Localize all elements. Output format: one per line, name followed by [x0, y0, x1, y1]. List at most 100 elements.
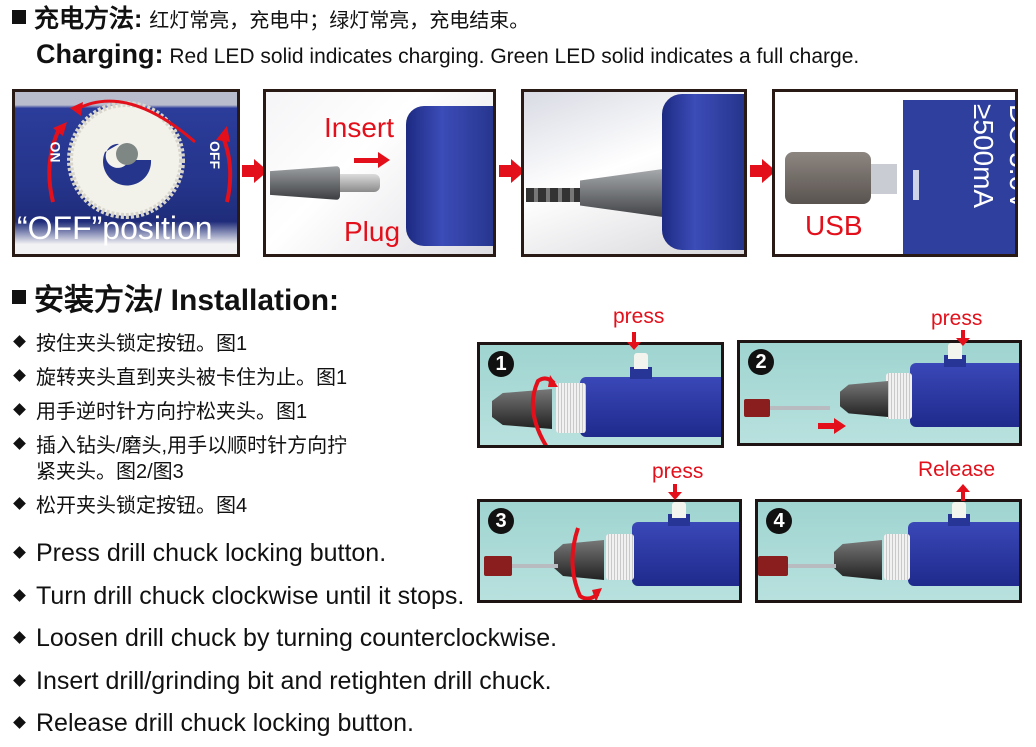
tool-socket-icon [406, 106, 493, 246]
drill-body-icon [910, 363, 1019, 427]
list-item: Loosen drill chuck by turning counterclo… [12, 617, 557, 660]
spec-voltage: DC 5.0V [1004, 104, 1018, 210]
charging-desc-en: Red LED solid indicates charging. Green … [169, 45, 860, 68]
figure-2-label: press [931, 307, 983, 330]
press-arrowhead-icon [668, 492, 682, 500]
push-arrow-icon [818, 423, 836, 429]
usb-port-icon [913, 170, 919, 200]
lock-button-base-icon [630, 367, 652, 379]
tool-socket-icon [662, 94, 744, 250]
step-text: 旋转夹头直到夹头被卡住为止。图1 [36, 367, 348, 389]
lock-button-icon [634, 353, 648, 369]
figure-4: 4 [755, 499, 1022, 603]
step-text: Release drill chuck locking button. [36, 709, 414, 737]
drill-body-icon [580, 377, 721, 437]
release-arrowhead-icon [956, 484, 970, 492]
step-text: 按住夹头锁定按钮。图1 [36, 333, 248, 355]
diamond-bullet-icon [13, 631, 26, 644]
cable-icon [526, 188, 586, 202]
charging-desc-cn: 红灯常亮，充电中；绿灯常亮，充电结束。 [149, 10, 530, 32]
collar-icon [884, 534, 910, 580]
figure-number-badge: 3 [488, 508, 514, 534]
insert-arrowhead-icon [378, 152, 390, 168]
bit-head-icon [484, 556, 512, 576]
charging-panel-plugged [521, 89, 747, 257]
list-item: Press drill chuck locking button. [12, 532, 557, 575]
chuck-icon [840, 381, 888, 417]
step-text: Turn drill chuck clockwise until it stop… [36, 581, 465, 610]
insert-arrow-icon [354, 158, 380, 163]
power-dial-icon [47, 99, 233, 219]
usb-plug-icon [785, 152, 871, 204]
bit-head-icon [744, 399, 770, 417]
figure-1-label: press [613, 305, 665, 328]
chuck-icon [554, 540, 604, 580]
charging-heading-cn: 充电方法: 红灯常亮，充电中；绿灯常亮，充电结束。 [12, 2, 529, 38]
list-item: 用手逆时针方向拧松夹头。图1 [12, 395, 347, 429]
diamond-bullet-icon [13, 335, 26, 348]
diamond-bullet-icon [13, 369, 26, 382]
usb-adapter-icon: DC 5.0V ≥500mA [903, 100, 1018, 254]
press-arrowhead-icon [956, 338, 970, 346]
step-text: Press drill chuck locking button. [36, 539, 387, 567]
plug-pin-icon [340, 174, 380, 192]
installation-steps-cn: 按住夹头锁定按钮。图1 旋转夹头直到夹头被卡住为止。图1 用手逆时针方向拧松夹头… [12, 327, 347, 523]
list-item: 插入钻头/磨头,用手以顺时针方向拧 [12, 429, 347, 463]
charging-panel-usb: USB DC 5.0V ≥500mA [772, 89, 1018, 257]
release-arrow-icon [961, 491, 965, 501]
figure-2: 2 [737, 340, 1022, 446]
installation-steps-en: Press drill chuck locking button. Turn d… [12, 532, 557, 745]
installation-title: 安装方法/ Installation: [34, 284, 340, 317]
collar-icon [556, 383, 586, 433]
step-text: Insert drill/grinding bit and retighten … [36, 666, 552, 695]
drill-bit-icon [770, 406, 830, 410]
collar-icon [886, 373, 912, 419]
diamond-bullet-icon [13, 588, 26, 602]
lock-button-icon [948, 343, 962, 359]
step-text: 用手逆时针方向拧松夹头。图1 [36, 401, 308, 423]
charging-panel-insert-plug: Insert Plug [263, 89, 496, 257]
drill-bit-icon [788, 564, 836, 568]
usb-connector-icon [871, 164, 897, 194]
figure-4-label: Release [918, 458, 996, 481]
insert-label: Insert [324, 112, 395, 143]
list-item: 松开夹头锁定按钮。图4 [12, 489, 347, 523]
drill-bit-icon [510, 564, 558, 568]
list-item: Release drill chuck locking button. [12, 702, 557, 745]
step-text: 紧夹头。图2/图3 [36, 461, 184, 483]
figure-number-badge: 1 [488, 351, 514, 377]
press-arrowhead-icon [627, 342, 641, 350]
press-arrow-icon [961, 330, 965, 340]
diamond-bullet-icon [13, 716, 26, 729]
step-text: Loosen drill chuck by turning counterclo… [36, 624, 558, 652]
square-bullet-icon [12, 290, 26, 304]
charging-title-en: Charging: [36, 39, 164, 69]
charging-panel-off-position: ON OFF “OFF”position [12, 89, 240, 257]
diamond-bullet-icon [13, 497, 26, 510]
diamond-bullet-icon [13, 437, 26, 450]
diamond-bullet-icon [13, 673, 26, 687]
list-item: 按住夹头锁定按钮。图1 [12, 327, 347, 361]
lock-button-icon [672, 502, 686, 518]
installation-heading: 安装方法/ Installation: [12, 282, 339, 320]
diamond-bullet-icon [13, 403, 26, 416]
step-text: 松开夹头锁定按钮。图4 [36, 495, 248, 517]
plug-connector-icon [580, 168, 670, 218]
rotate-arrow-icon [530, 375, 558, 445]
push-arrowhead-icon [834, 418, 846, 434]
bit-head-icon [758, 556, 788, 576]
press-arrow-icon [673, 484, 677, 494]
charging-heading-en: Charging: Red LED solid indicates chargi… [36, 38, 859, 73]
rotate-arrow-icon [570, 527, 602, 600]
chuck-icon [492, 389, 552, 429]
collar-icon [606, 534, 634, 580]
square-bullet-icon [12, 10, 26, 24]
list-item: 旋转夹头直到夹头被卡住为止。图1 [12, 361, 347, 395]
lock-button-icon [952, 502, 966, 518]
off-position-label: “OFF”position [17, 210, 213, 246]
drill-body-icon [908, 522, 1019, 586]
figure-1: 1 [477, 342, 724, 448]
drill-body-icon [632, 522, 739, 586]
on-switch-label: ON [47, 141, 64, 163]
figure-3: 3 [477, 499, 742, 603]
